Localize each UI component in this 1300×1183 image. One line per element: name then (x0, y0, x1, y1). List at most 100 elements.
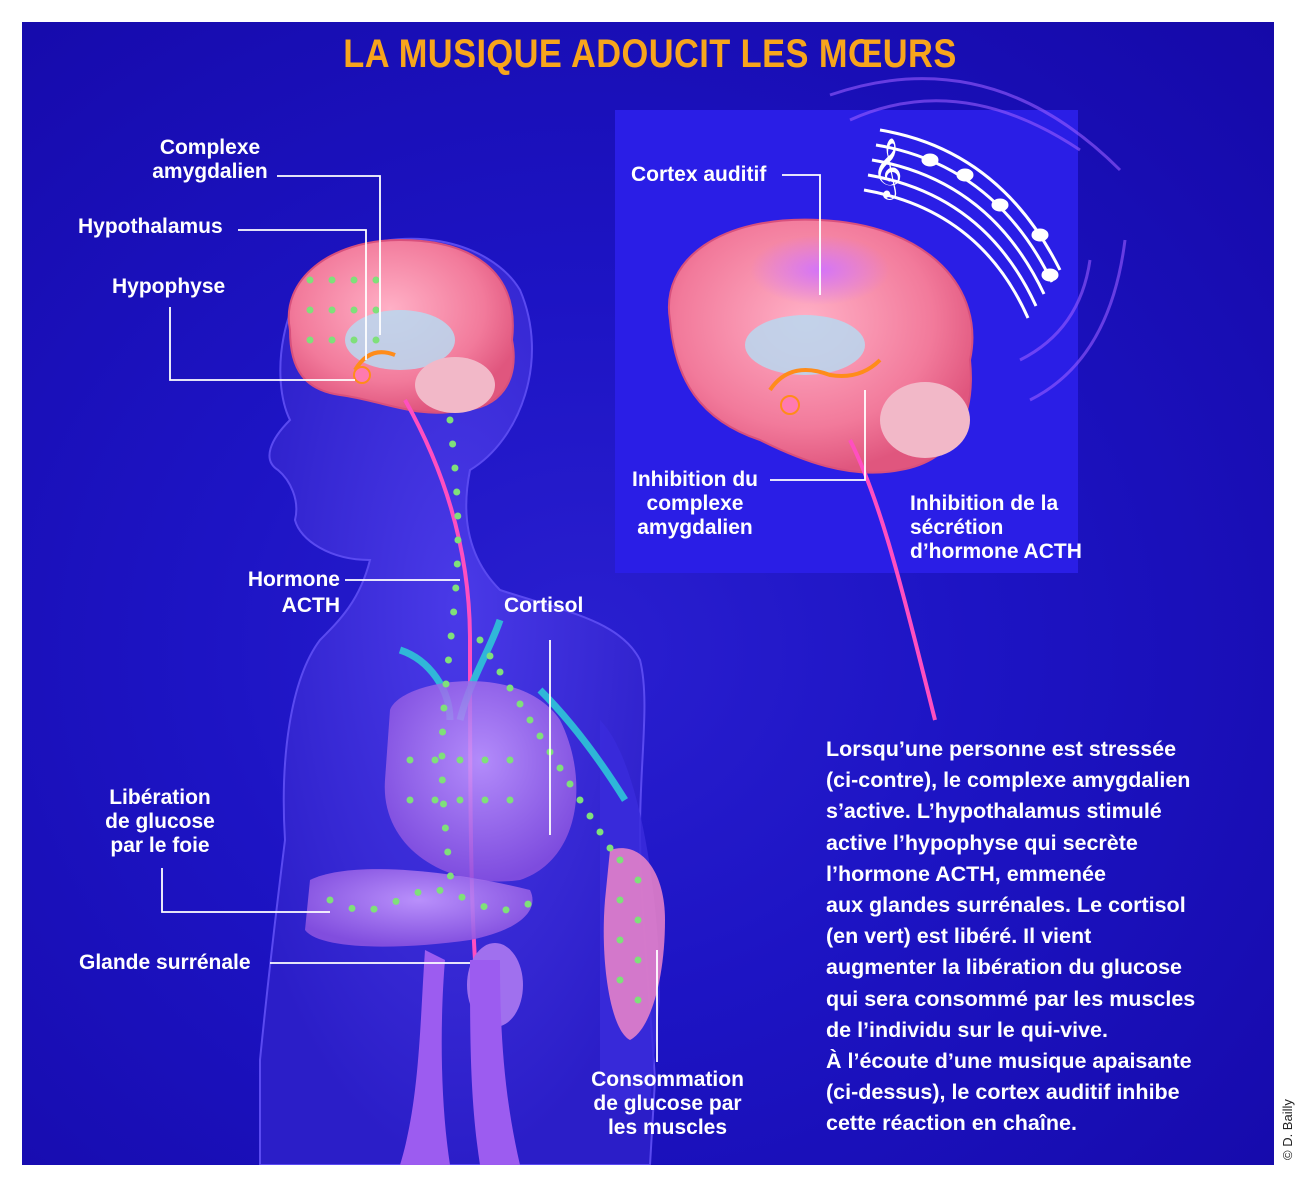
leader-lines (161, 174, 866, 1062)
cortisol-dot (486, 652, 494, 660)
cortisol-dot (634, 876, 642, 884)
label-line: de glucose (105, 810, 215, 833)
label-line: amygdalien (152, 160, 268, 183)
cortisol-dot (438, 776, 446, 784)
cortisol-dot (441, 824, 449, 832)
description-text: Lorsqu’une personne est stressée (ci-con… (826, 734, 1256, 1140)
illustration-art: 𝄞 (161, 77, 1127, 1165)
cortisol-dot (406, 756, 414, 764)
label-line: Inhibition de la (910, 492, 1059, 515)
description-line: aux glandes surrénales. Le cortisol (826, 893, 1186, 918)
svg-text:𝄞: 𝄞 (872, 138, 903, 200)
label-line: amygdalien (637, 516, 753, 539)
cortisol-dot (406, 796, 414, 804)
cortisol-dot (451, 464, 459, 472)
label-liberation-glucose: Libération de glucose par le foie (95, 786, 225, 858)
cortisol-dot (596, 828, 604, 836)
cortisol-dot (306, 306, 314, 314)
cortisol-dot (370, 905, 378, 913)
cortisol-dot (414, 888, 422, 896)
cortisol-dot (431, 796, 439, 804)
cortisol-dot (444, 656, 452, 664)
cortisol-dot (481, 756, 489, 764)
description-line: l’hormone ACTH, emmenée (826, 861, 1106, 886)
cortisol-dot (524, 900, 532, 908)
label-line: sécrétion (910, 516, 1004, 539)
cortisol-dot (516, 700, 524, 708)
description-line: de l’individu sur le qui-vive. (826, 1017, 1108, 1042)
cortisol-dot (446, 872, 454, 880)
label-line: Inhibition du (632, 468, 758, 491)
cortisol-dot (456, 796, 464, 804)
organs (305, 681, 577, 1165)
cortisol-dot (328, 276, 336, 284)
cortisol-dot (449, 440, 457, 448)
cortisol-dot (616, 976, 624, 984)
description-line: qui sera consommé par les muscles (826, 986, 1196, 1011)
cortisol-dot (431, 756, 439, 764)
cortisol-dot (634, 916, 642, 924)
cortisol-dot (454, 512, 462, 520)
cortisol-dot (446, 416, 454, 424)
label-line: Libération (109, 786, 211, 809)
label-line: Complexe (159, 136, 261, 159)
cortisol-dot (438, 752, 446, 760)
page-title: LA MUSIQUE ADOUCIT LES MŒURS (343, 32, 957, 76)
cortisol-dot (458, 893, 466, 901)
cortisol-dot (481, 796, 489, 804)
cortisol-dot (350, 306, 358, 314)
cortisol-dot (616, 896, 624, 904)
muscle (603, 848, 665, 1040)
cortisol-dot (328, 306, 336, 314)
cortisol-dot (576, 796, 584, 804)
cortisol-dot (453, 488, 461, 496)
label-line: ACTH (281, 594, 340, 617)
cortisol-dot (350, 276, 358, 284)
description-line: cette réaction en chaîne. (826, 1111, 1077, 1136)
cortisol-dot (453, 560, 461, 568)
cortisol-dot (350, 336, 358, 344)
cortisol-dot (439, 728, 447, 736)
cortisol-dot (372, 336, 380, 344)
cortisol-dot (526, 716, 534, 724)
cortisol-dot (480, 903, 488, 911)
description-line: (ci-dessus), le cortex auditif inhibe (826, 1080, 1180, 1105)
cortisol-dot (439, 800, 447, 808)
illustration-panel: 𝄞 (22, 22, 1274, 1165)
cortisol-dot (326, 896, 334, 904)
cortisol-dot (372, 306, 380, 314)
label-complexe-amygdalien: Complexe amygdalien (140, 136, 280, 184)
cortisol-dot (634, 956, 642, 964)
label-inhibition-complexe: Inhibition du complexe amygdalien (625, 468, 765, 540)
cortisol-dot (452, 584, 460, 592)
cortisol-dot (476, 636, 484, 644)
cortisol-dot (502, 906, 510, 914)
cortisol-dot (606, 844, 614, 852)
cortisol-dot (328, 336, 336, 344)
brain-right (667, 218, 974, 721)
cortisol-dot (306, 276, 314, 284)
label-line: Consommation (591, 1068, 744, 1091)
description-line: s’active. L’hypothalamus stimulé (826, 799, 1162, 824)
label-hormone-acth: Hormone ACTH (230, 568, 340, 618)
cortisol-dot (506, 684, 514, 692)
label-inhibition-acth: Inhibition de la sécrétion d’hormone ACT… (910, 492, 1082, 564)
cortisol-dot (442, 680, 450, 688)
cortisol-dot (440, 704, 448, 712)
cortisol-dot (536, 732, 544, 740)
label-line: d’hormone ACTH (910, 540, 1082, 563)
label-line: par le foie (110, 834, 210, 857)
cortisol-dot (372, 276, 380, 284)
label-cortex-auditif: Cortex auditif (631, 163, 767, 186)
cortisol-dot (444, 848, 452, 856)
cortisol-dot (506, 756, 514, 764)
cortisol-dot (450, 608, 458, 616)
label-hypophyse: Hypophyse (112, 275, 226, 298)
label-line: complexe (646, 492, 744, 515)
label-glande-surrenale: Glande surrénale (79, 951, 251, 974)
cortisol-dot (436, 886, 444, 894)
label-consommation-glucose: Consommation de glucose par les muscles (585, 1068, 750, 1140)
cortisol-dot (496, 668, 504, 676)
description-line: (ci-contre), le complexe amygdalien (826, 768, 1191, 793)
cortisol-dot (556, 764, 564, 772)
